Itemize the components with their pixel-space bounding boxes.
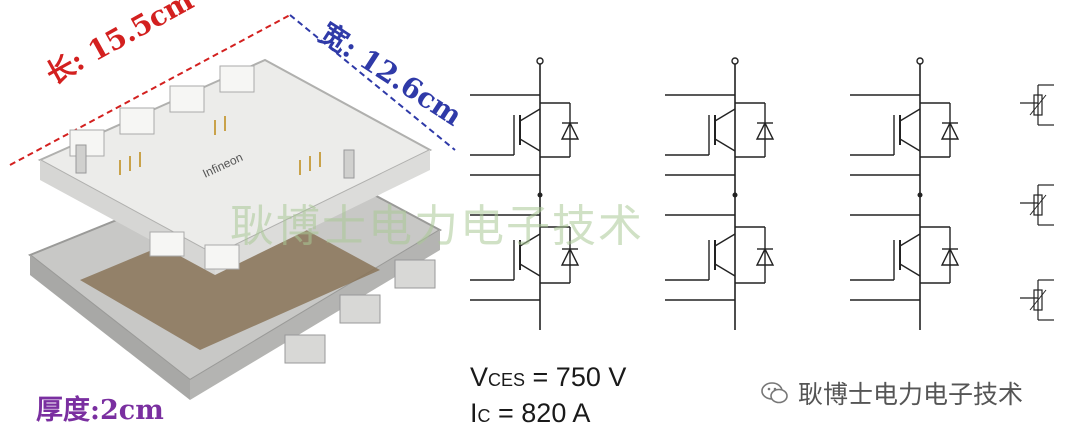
pin-fin-field	[80, 205, 380, 350]
mounting-tab	[394, 259, 436, 289]
control-pins	[119, 116, 321, 175]
mounting-tab	[284, 334, 326, 364]
power-module-photo: Infineon	[9, 14, 456, 400]
brand-text: 耿博士电力电子技术	[798, 380, 1024, 409]
mounting-tab	[339, 294, 381, 324]
wechat-icon	[761, 382, 788, 404]
brand-footer: 耿博士电力电子技术	[760, 375, 1023, 411]
thickness-label: 厚度:2cm	[36, 395, 164, 426]
baseplate-edge	[30, 255, 190, 400]
ic-symbol: I	[470, 398, 478, 428]
pin-post	[75, 144, 87, 174]
ic-spec: IC = 820 A	[470, 398, 590, 429]
pin-post	[343, 149, 355, 179]
length-dimension-line	[9, 14, 291, 166]
baseplate-edge-right	[190, 230, 440, 400]
phase-leg-3	[849, 57, 959, 331]
vces-value: = 750 V	[525, 362, 627, 392]
housing-side-right	[215, 150, 430, 275]
ic-subscript: C	[477, 406, 491, 426]
ntc-sensor-2	[1019, 184, 1055, 226]
watermark: 耿博士电力电子技术	[230, 201, 644, 252]
ic-value: = 820 A	[490, 398, 591, 428]
ntc-sensor-1	[1019, 84, 1055, 126]
ntc-sensor-3	[1019, 279, 1055, 321]
width-dimension-line	[289, 14, 456, 151]
terminal-tabs	[69, 65, 255, 270]
vces-symbol: V	[470, 362, 489, 392]
vces-spec: VCES = 750 V	[470, 362, 626, 393]
vces-subscript: CES	[488, 370, 526, 390]
phase-leg-2	[664, 57, 774, 331]
